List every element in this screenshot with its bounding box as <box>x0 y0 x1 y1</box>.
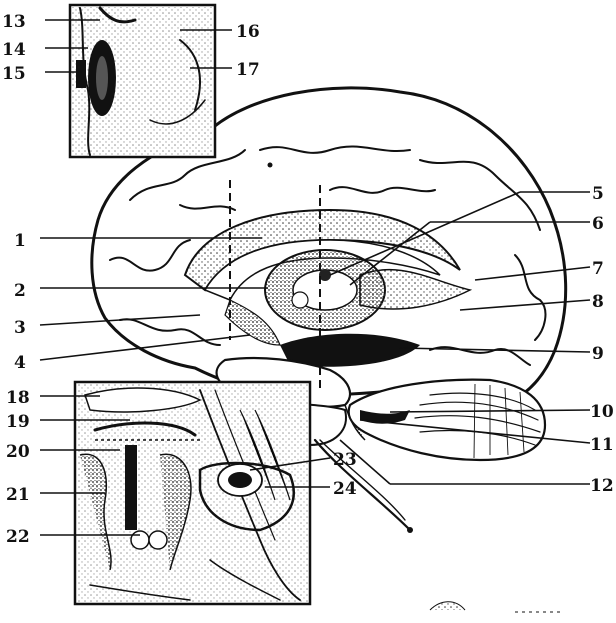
cerebellum <box>347 378 547 462</box>
callout-17: 17 <box>236 60 260 80</box>
callout-24: 24 <box>333 479 357 499</box>
callout-22: 22 <box>6 527 30 547</box>
callout-20: 20 <box>6 442 30 462</box>
callout-14: 14 <box>2 40 26 60</box>
callout-4: 4 <box>14 353 26 373</box>
callout-18: 18 <box>6 388 30 408</box>
callout-1: 1 <box>14 231 26 251</box>
callout-16: 16 <box>236 22 260 42</box>
callout-10: 10 <box>590 402 614 422</box>
callout-19: 19 <box>6 412 30 432</box>
callout-23: 23 <box>333 450 357 470</box>
thalamus-region <box>224 249 473 367</box>
callout-13: 13 <box>2 12 26 32</box>
callout-3: 3 <box>14 318 26 338</box>
callout-6: 6 <box>592 214 604 234</box>
callout-2: 2 <box>14 281 26 301</box>
callout-8: 8 <box>592 292 604 312</box>
callout-labels: 1 2 3 4 5 6 7 8 9 10 11 12 13 14 15 16 1… <box>2 12 614 547</box>
callout-9: 9 <box>592 344 604 364</box>
leader-lines <box>39 19 591 536</box>
inset-upper <box>68 3 217 159</box>
callout-21: 21 <box>6 485 30 505</box>
inset-lower <box>73 380 312 606</box>
section-lines <box>229 180 321 390</box>
callout-15: 15 <box>2 64 26 84</box>
bottom-specks <box>429 601 560 613</box>
callout-11: 11 <box>590 435 614 455</box>
callout-7: 7 <box>592 259 604 279</box>
callout-5: 5 <box>592 184 604 204</box>
callout-12: 12 <box>590 476 614 496</box>
